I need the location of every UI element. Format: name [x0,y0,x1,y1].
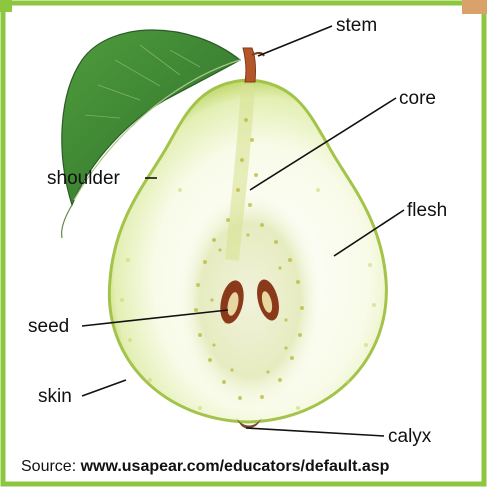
source-credit: Source: www.usapear.com/educators/defaul… [21,458,483,476]
label-shoulder: shoulder [47,168,121,189]
label-flesh: flesh [407,200,447,221]
stem [243,48,256,82]
label-core: core [399,88,436,109]
label-skin: skin [38,386,72,407]
leader-skin [82,380,126,396]
label-seed: seed [28,316,69,337]
core-region [178,190,322,410]
leader-stem [258,26,332,56]
source-url[interactable]: www.usapear.com/educators/default.asp [81,458,390,475]
source-prefix: Source: [21,458,81,475]
leader-calyx [246,428,384,436]
label-calyx: calyx [388,426,432,447]
label-stem: stem [336,15,377,36]
